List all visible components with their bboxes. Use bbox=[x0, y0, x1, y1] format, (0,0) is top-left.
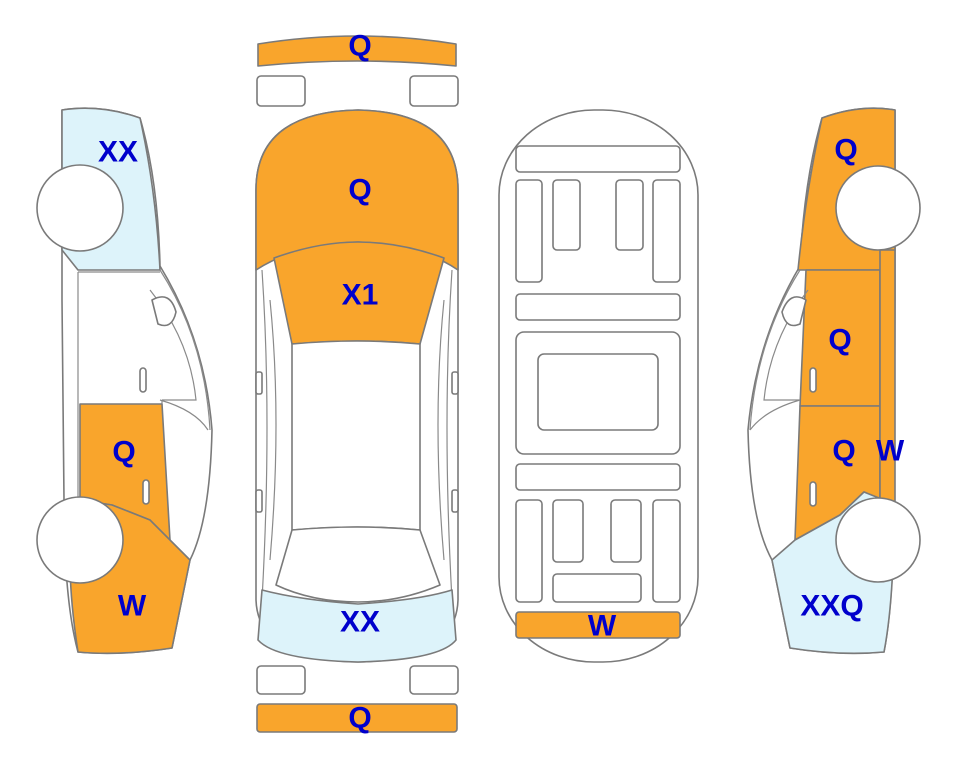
front-bumper-code: Q bbox=[348, 30, 371, 63]
left-headlight bbox=[256, 75, 306, 107]
right-rear-door-code: Q bbox=[832, 435, 855, 468]
left-front-code: XX bbox=[98, 136, 138, 169]
right-front-code: Q bbox=[834, 134, 857, 167]
top-view: Q Q X1 XX Q bbox=[255, 30, 459, 735]
rear-glass-panel[interactable] bbox=[275, 526, 441, 603]
right-rocker-code: W bbox=[876, 435, 905, 468]
underbody-rear-panel[interactable] bbox=[515, 611, 681, 639]
right-headlight bbox=[409, 75, 459, 107]
underbody-rear-code: W bbox=[588, 610, 617, 643]
right-side-view: Q Q Q W XXQ bbox=[747, 107, 921, 655]
right-front-door-code: Q bbox=[828, 324, 851, 357]
trunk-panel[interactable] bbox=[257, 589, 457, 663]
rear-bumper-panel[interactable] bbox=[256, 703, 458, 733]
right-taillight bbox=[409, 665, 459, 695]
left-front-wheel bbox=[36, 164, 124, 252]
right-rear-wheel bbox=[835, 497, 921, 583]
hood-code: Q bbox=[348, 174, 371, 207]
right-front-wheel bbox=[835, 165, 921, 251]
left-taillight bbox=[256, 665, 306, 695]
front-bumper-panel[interactable] bbox=[257, 35, 457, 67]
left-rear-wheel bbox=[36, 496, 124, 584]
left-side-view: XX Q W bbox=[36, 107, 213, 655]
left-rear-door-code: Q bbox=[112, 436, 135, 469]
rear-bumper-code: Q bbox=[348, 702, 371, 735]
roof-panel bbox=[291, 340, 421, 531]
windshield-code: X1 bbox=[342, 279, 379, 312]
right-rear-quarter-code: XXQ bbox=[800, 590, 863, 623]
underbody-view: W bbox=[498, 109, 699, 663]
rear-glass-code: XX bbox=[340, 606, 380, 639]
left-rear-quarter-code: W bbox=[118, 590, 147, 623]
